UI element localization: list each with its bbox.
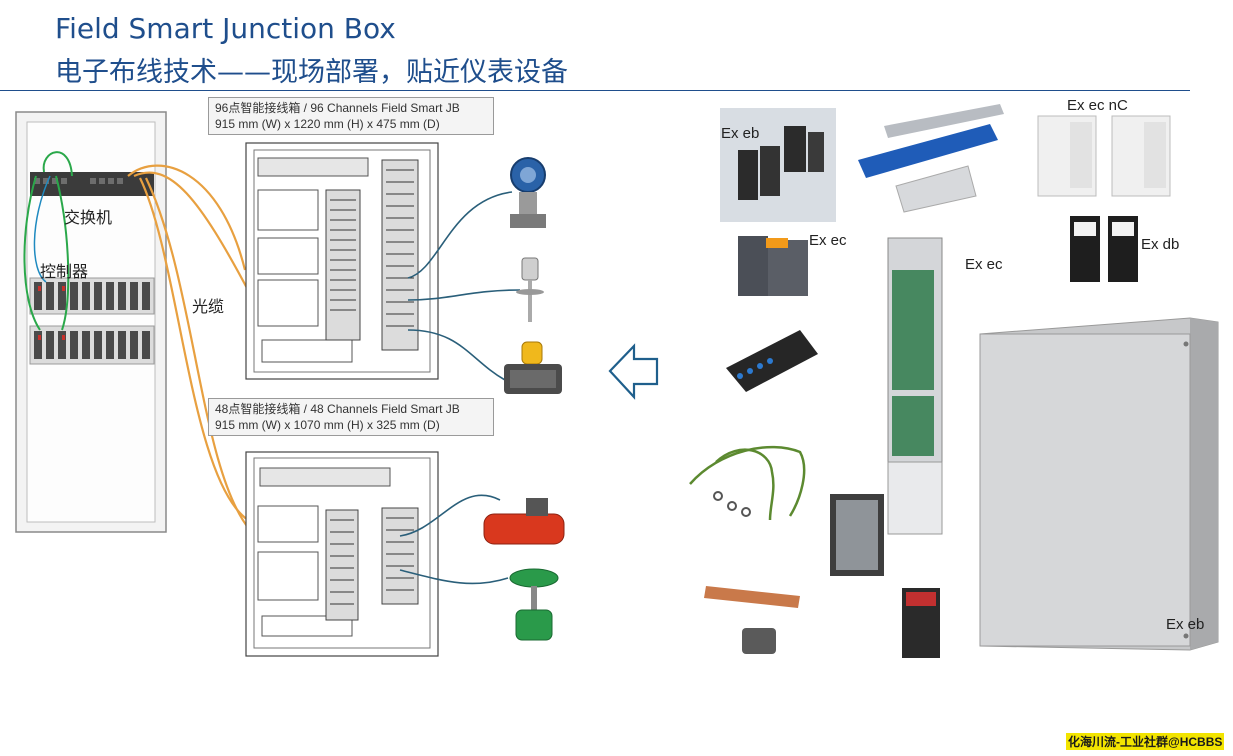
jb96-callout: 96点智能接线箱 / 96 Channels Field Smart JB 91… xyxy=(208,97,494,135)
grounding-wires xyxy=(689,445,806,521)
field-signal-cables xyxy=(399,191,521,585)
control-cabinet xyxy=(15,111,167,533)
control-valve xyxy=(509,568,559,641)
jb96-drawing xyxy=(245,142,439,380)
ex-ec-barrier-module xyxy=(738,236,808,296)
controller-label: 控制器 xyxy=(40,262,89,281)
ex-eb-terminal-photo xyxy=(720,108,836,222)
fiber-splice-box xyxy=(726,330,818,392)
ex-db-relay xyxy=(1070,216,1138,282)
switch-label: 交换机 xyxy=(64,208,113,227)
ex-ec-nc-label: Ex ec nC xyxy=(1067,97,1128,114)
actuator-valve xyxy=(483,498,565,545)
stainless-enclosure xyxy=(979,317,1219,651)
title-divider xyxy=(0,90,1190,91)
jb48-callout: 48点智能接线箱 / 48 Channels Field Smart JB 91… xyxy=(208,398,494,436)
watermark: 化海川流-工业社群@HCBBS xyxy=(1066,733,1225,750)
signal-beacon xyxy=(504,341,562,394)
jb48-title: 48点智能接线箱 / 48 Channels Field Smart JB xyxy=(215,402,460,416)
temperature-sensor xyxy=(516,257,544,322)
jb96-dimensions: 915 mm (W) x 1220 mm (H) x 475 mm (D) xyxy=(215,117,440,131)
jb48-drawing xyxy=(245,451,439,657)
ex-ec-nc-power-supply xyxy=(1037,115,1171,197)
jb48-dimensions: 915 mm (W) x 1070 mm (H) x 325 mm (D) xyxy=(215,418,440,432)
cable-duct-photo xyxy=(858,104,1004,213)
io-module-photo xyxy=(830,494,884,576)
ex-ec-rail-label: Ex ec xyxy=(965,256,1003,273)
cable-gland-photo xyxy=(742,628,776,654)
fiber-cable-label: 光缆 xyxy=(192,297,225,316)
ex-db-label: Ex db xyxy=(1141,236,1180,253)
fiber-optic-cables xyxy=(127,164,251,531)
controller-rack xyxy=(29,277,155,365)
page-subtitle: 电子布线技术——现场部署，贴近仪表设备 xyxy=(55,57,568,88)
ex-eb-enclosure-label: Ex eb xyxy=(1166,616,1205,633)
jb96-title: 96点智能接线箱 / 96 Channels Field Smart JB xyxy=(215,101,460,115)
arrow-left-icon xyxy=(608,343,659,400)
din-rail-module xyxy=(902,588,940,658)
busbar-photo xyxy=(704,586,800,608)
ex-ec-terminal-rail xyxy=(887,237,943,535)
ex-ec-module-label: Ex ec xyxy=(809,232,847,249)
pressure-transmitter xyxy=(510,157,546,228)
page-title: Field Smart Junction Box xyxy=(55,12,396,45)
ex-eb-terminal-label: Ex eb xyxy=(721,125,760,142)
